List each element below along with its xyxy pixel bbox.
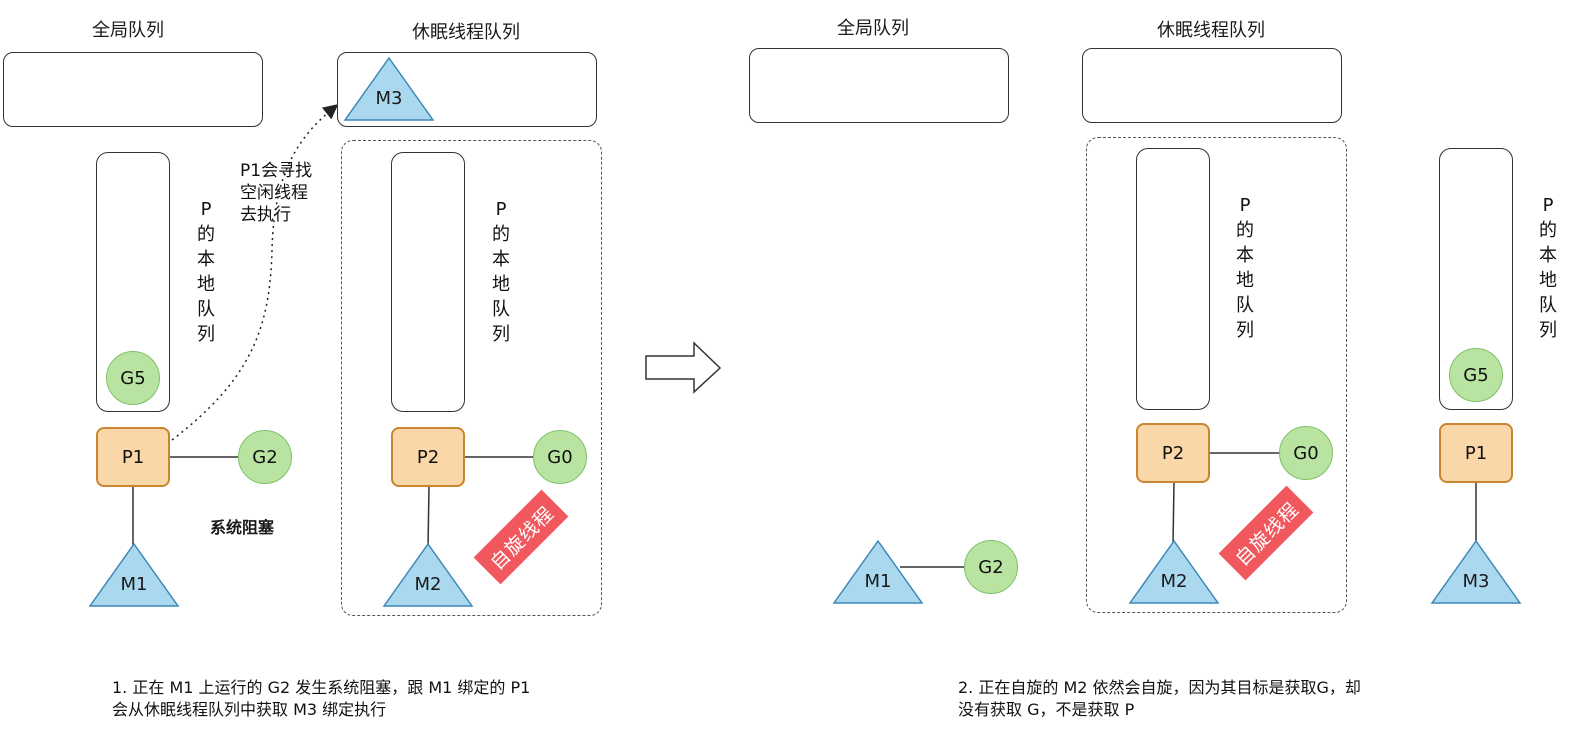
p2-processor-right: P2 bbox=[1136, 423, 1210, 483]
p2-processor: P2 bbox=[391, 427, 465, 487]
g5-goroutine-right: G5 bbox=[1449, 348, 1503, 402]
p1-to-m3-dotted-arrow bbox=[171, 104, 339, 441]
sleep-queue-label-right: 休眠线程队列 bbox=[1157, 20, 1265, 41]
p1-processor-right: P1 bbox=[1439, 423, 1513, 483]
m1-label-right: M1 bbox=[864, 571, 892, 592]
p2-m2-link bbox=[427, 485, 430, 549]
m3-thread-triangle-right bbox=[1430, 539, 1522, 604]
caption-step-2: 2. 正在自旋的 M2 依然会自旋，因为其目标是获取G，却 没有获取 G，不是获… bbox=[958, 678, 1361, 719]
transition-arrow bbox=[645, 341, 722, 394]
global-queue-box bbox=[3, 52, 263, 127]
p2-m2-link-right bbox=[1172, 481, 1175, 546]
g0-goroutine-right: G0 bbox=[1279, 426, 1333, 480]
syscall-block-label: 系统阻塞 bbox=[210, 518, 275, 537]
m2-thread-triangle-right bbox=[1128, 539, 1220, 604]
m3-label: M3 bbox=[375, 88, 403, 109]
m1-label: M1 bbox=[120, 574, 148, 595]
g5-goroutine: G5 bbox=[106, 351, 160, 405]
g2-goroutine-right: G2 bbox=[964, 540, 1018, 594]
p1-seek-thread-note: P1会寻找 空闲线程 去执行 bbox=[240, 161, 313, 225]
m3-label-right: M3 bbox=[1462, 571, 1490, 592]
m1-thread-triangle-right bbox=[832, 539, 924, 604]
p1-processor: P1 bbox=[96, 427, 170, 487]
m2-label: M2 bbox=[414, 574, 442, 595]
m2-label-right: M2 bbox=[1160, 571, 1188, 592]
m3-thread-triangle bbox=[343, 56, 435, 121]
spinning-thread-group-right bbox=[1086, 137, 1347, 613]
m1-thread-triangle bbox=[88, 542, 180, 607]
sleep-queue-box-right bbox=[1082, 48, 1342, 123]
global-queue-label: 全局队列 bbox=[92, 20, 164, 41]
p1-local-queue-label-right: P 的 本 地 队 列 bbox=[1539, 195, 1557, 341]
p2-local-queue-label-right: P 的 本 地 队 列 bbox=[1236, 195, 1254, 341]
g0-goroutine: G0 bbox=[533, 430, 587, 484]
p2-local-queue bbox=[391, 152, 465, 412]
sleep-queue-label: 休眠线程队列 bbox=[412, 22, 520, 43]
global-queue-label-right: 全局队列 bbox=[837, 18, 909, 39]
m2-thread-triangle bbox=[382, 542, 474, 607]
p2-local-queue-right bbox=[1136, 148, 1210, 410]
p1-local-queue-label: P 的 本 地 队 列 bbox=[197, 199, 215, 345]
spinning-thread-group bbox=[341, 140, 602, 616]
g2-goroutine: G2 bbox=[238, 430, 292, 484]
p2-local-queue-label: P 的 本 地 队 列 bbox=[492, 199, 510, 345]
caption-step-1: 1. 正在 M1 上运行的 G2 发生系统阻塞，跟 M1 绑定的 P1 会从休眠… bbox=[112, 678, 531, 719]
global-queue-box-right bbox=[749, 48, 1009, 123]
